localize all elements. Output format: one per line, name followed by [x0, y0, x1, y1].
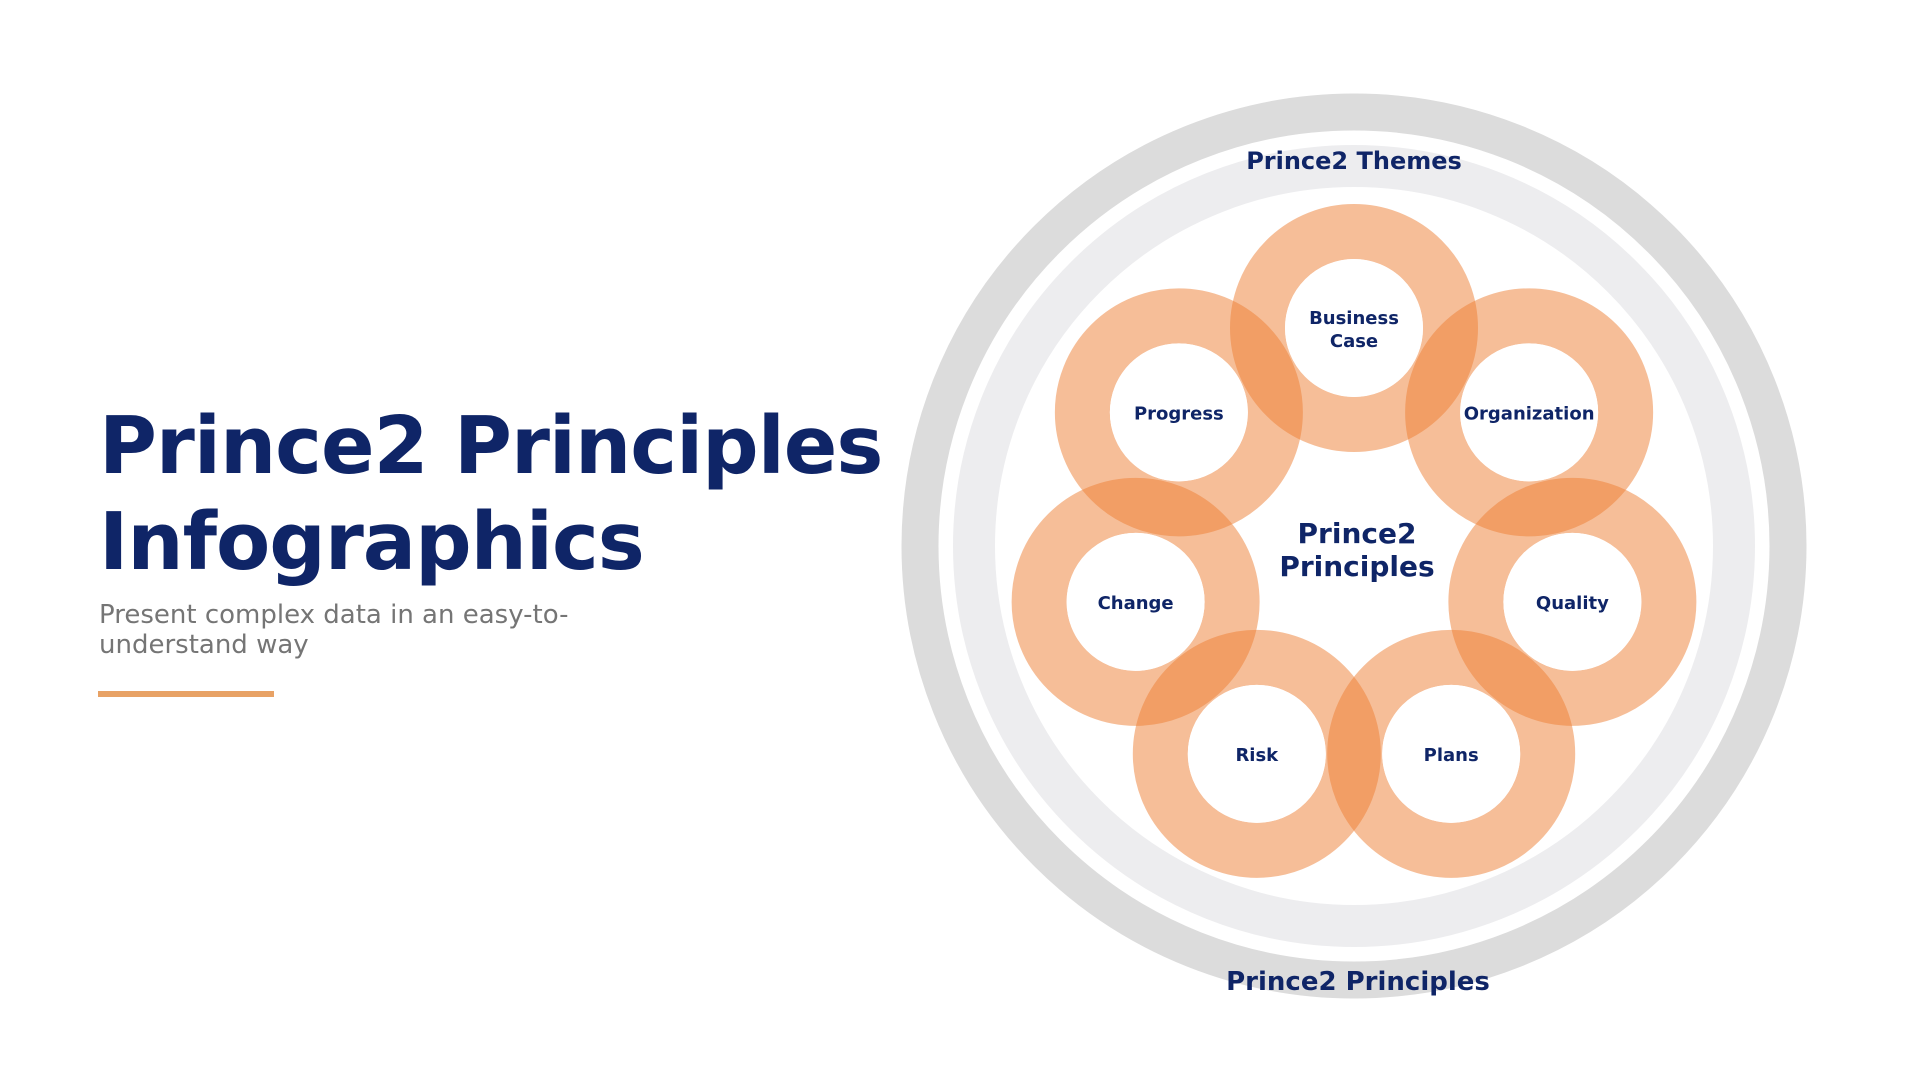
theme-ring-risk	[1132, 629, 1381, 878]
theme-ring-progress	[1054, 288, 1303, 537]
theme-label-risk: Risk	[1235, 745, 1279, 766]
theme-label-organization: Organization	[1464, 403, 1595, 424]
theme-node-business-case	[1285, 259, 1423, 397]
theme-node-progress	[1109, 343, 1248, 482]
theme-label-business-case: Business	[1309, 308, 1399, 329]
theme-label-progress: Progress	[1134, 403, 1224, 424]
outer-gray-ring	[901, 93, 1807, 999]
accent-divider	[98, 691, 274, 697]
theme-rings	[1011, 204, 1697, 878]
themes-ring	[953, 145, 1755, 947]
orange-ring	[1448, 477, 1697, 726]
theme-ring-quality	[1448, 477, 1697, 726]
title-line-1: Prince2 Principles	[99, 400, 883, 492]
theme-label-plans: Plans	[1424, 745, 1479, 766]
slide-subtitle: Present complex data in an easy-to-under…	[99, 600, 569, 660]
slide-title: Prince2 Principles Infographics	[99, 398, 883, 590]
orange-ring	[1054, 288, 1303, 537]
theme-label-quality: Quality	[1536, 593, 1609, 614]
center-title-line-2: Principles	[1279, 550, 1434, 583]
title-line-2: Infographics	[99, 496, 645, 588]
center-title-line-1: Prince2	[1298, 517, 1417, 550]
theme-node-organization	[1460, 343, 1599, 482]
theme-node-plans	[1382, 684, 1521, 823]
theme-node-quality	[1503, 532, 1642, 671]
orange-ring	[1132, 629, 1381, 878]
theme-label-change: Change	[1098, 593, 1174, 614]
principles-ring-label: Prince2 Principles	[1226, 967, 1490, 997]
themes-ring-label: Prince2 Themes	[1246, 147, 1462, 175]
theme-node-risk	[1187, 684, 1326, 823]
theme-label-business-case: Case	[1330, 331, 1378, 352]
theme-node-change	[1066, 532, 1205, 671]
